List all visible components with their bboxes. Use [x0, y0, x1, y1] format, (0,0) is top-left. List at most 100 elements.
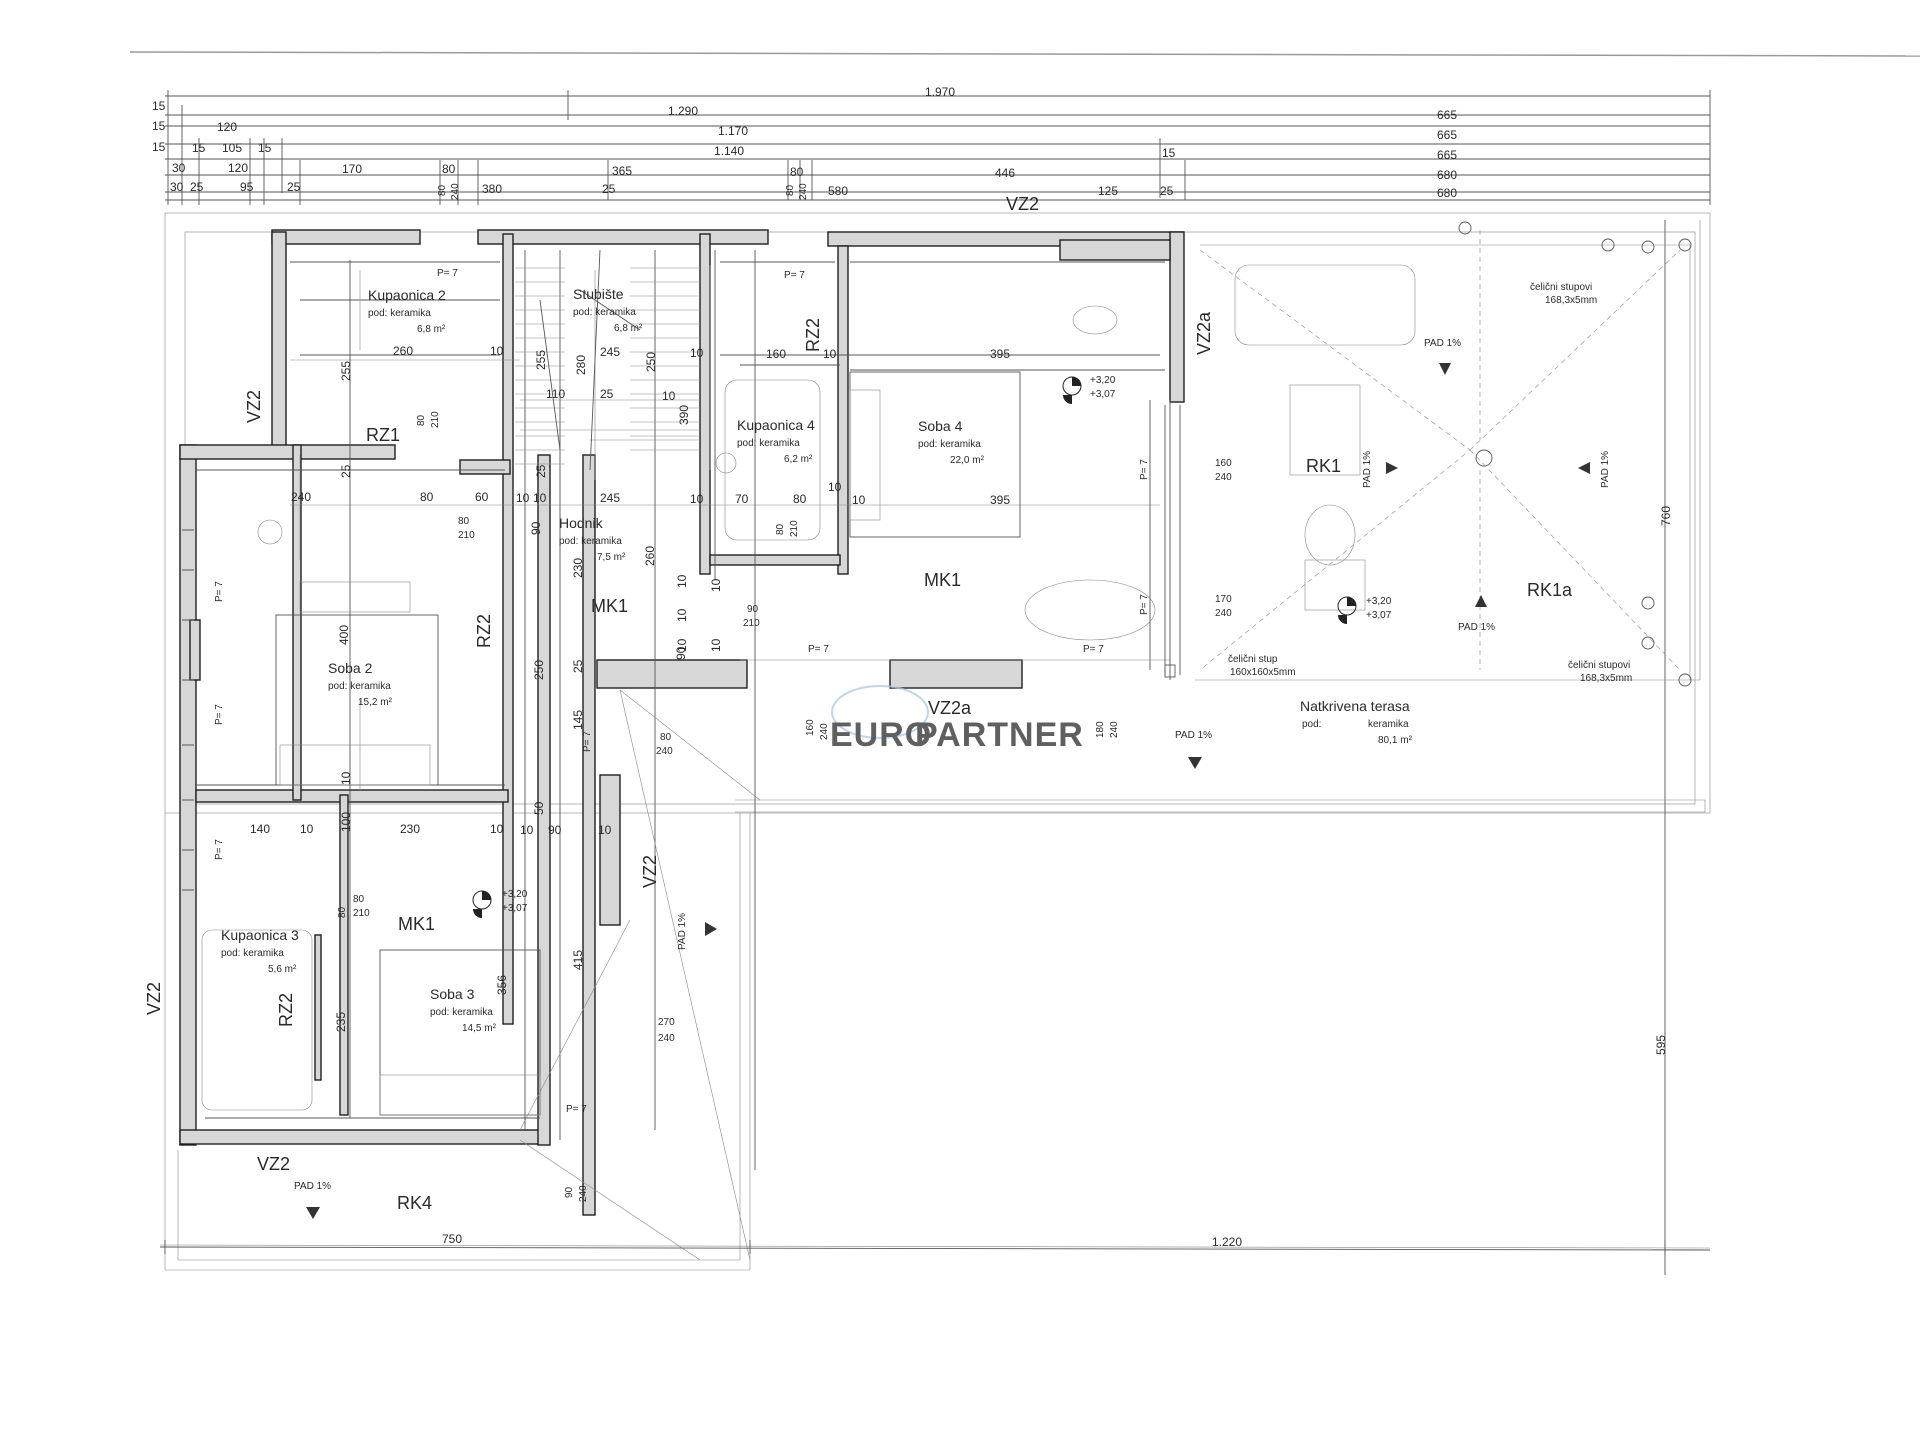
- slope-label: PAD 1%: [677, 913, 688, 950]
- slope-arrow-left-icon: [1578, 462, 1590, 474]
- dim-label: 80: [785, 184, 796, 196]
- dim-label: 10: [852, 493, 866, 507]
- dim-label: 356: [495, 975, 509, 995]
- slope-label: PAD 1%: [1175, 730, 1212, 741]
- dim-label: 80: [775, 523, 786, 535]
- dim-label: 25: [600, 387, 614, 401]
- dim-label: 380: [482, 182, 502, 196]
- dim-label: 240: [819, 723, 830, 740]
- room-name: Soba 3: [430, 986, 475, 1002]
- dim-label: 80: [458, 516, 470, 527]
- dim-label: 240: [450, 183, 461, 200]
- tag-vz2: VZ2: [257, 1154, 290, 1174]
- p7-label: P= 7: [808, 644, 829, 655]
- slope-label: PAD 1%: [294, 1181, 331, 1192]
- dim-label: 665: [1437, 128, 1457, 142]
- dim-label: 50: [532, 801, 546, 815]
- dim-label: 10: [598, 823, 612, 837]
- dim-label: 120: [228, 161, 248, 175]
- tag-vz2: VZ2: [244, 390, 264, 423]
- dim-label: 160: [766, 347, 786, 361]
- room-name: Hodnik: [559, 515, 604, 531]
- bed-soba-3: [379, 949, 541, 1116]
- dim-label: 90: [548, 823, 562, 837]
- dim-label: 10: [709, 578, 723, 592]
- dim-label: 15: [192, 141, 206, 155]
- dim-label: 25: [287, 180, 301, 194]
- dim-label: 80: [420, 490, 434, 504]
- column-label: čelični stupovi: [1530, 282, 1592, 293]
- dim-label: 1.290: [668, 104, 698, 118]
- room-floor: pod: keramika: [368, 308, 431, 319]
- dim-label: 160: [805, 719, 816, 736]
- dim-label: 245: [600, 345, 620, 359]
- dim-label: 80: [793, 492, 807, 506]
- europartner-logo: EURO PARTNER: [830, 685, 1084, 754]
- dim-label: 210: [458, 530, 475, 541]
- dim-label: 125: [1098, 184, 1118, 198]
- dim-label: 255: [534, 350, 548, 370]
- dim-label: 90: [564, 1186, 575, 1198]
- terrace-area: 80,1 m²: [1378, 735, 1413, 746]
- dim-label: 30: [170, 180, 184, 194]
- dim-label: 250: [532, 660, 546, 680]
- slope-arrow-up-icon: [1475, 595, 1487, 607]
- dim-label: 180: [1095, 721, 1106, 738]
- top-dimension-chains: 1.970 15 1.290 665 15 120 1.170 665 15 1…: [152, 85, 1711, 214]
- room-labels: Kupaonica 2 pod: keramika 6,8 m² Stubišt…: [221, 282, 1632, 1034]
- p7-label: P= 7: [214, 581, 225, 602]
- dim-label: 240: [578, 1185, 589, 1202]
- dim-label: 245: [600, 491, 620, 505]
- dim-label: 110: [546, 387, 565, 401]
- dim-label: 10: [828, 480, 842, 494]
- dim-label: 10: [690, 346, 704, 360]
- dim-label: 365: [612, 164, 632, 178]
- dim-label: 235: [334, 1012, 348, 1032]
- room-area: 14,5 m²: [462, 1023, 497, 1034]
- room-name: Soba 4: [918, 418, 963, 434]
- dim-label: 90: [529, 521, 543, 535]
- tag-rz2: RZ2: [276, 993, 296, 1027]
- dim-label: 10: [823, 347, 837, 361]
- dim-label: 15: [152, 140, 166, 154]
- dim-label: 10: [516, 491, 530, 505]
- dim-label: 230: [571, 558, 585, 578]
- slope-arrow-right-icon: [705, 922, 717, 936]
- dim-label: 120: [217, 120, 237, 134]
- dim-label: 95: [240, 180, 254, 194]
- dim-label: 210: [430, 411, 441, 428]
- room-area: 6,8 m²: [614, 323, 643, 334]
- staircase: [515, 249, 700, 471]
- room-floor: pod: keramika: [559, 536, 622, 547]
- dim-label: 15: [152, 99, 166, 113]
- dim-label: 25: [190, 180, 204, 194]
- scan-edge-line: [129, 51, 1920, 57]
- level-upper: +3,20: [1366, 596, 1392, 607]
- column-size: 168,3x5mm: [1545, 295, 1597, 306]
- dim-label: 260: [643, 546, 657, 566]
- level-marker-icon: [1062, 376, 1082, 404]
- tag-vz2: VZ2: [144, 982, 164, 1015]
- tag-mk1: MK1: [591, 596, 628, 616]
- slope-arrow-right-icon: [1386, 462, 1398, 474]
- dim-label: 240: [1109, 721, 1120, 738]
- room-area: 7,5 m²: [597, 552, 626, 563]
- logo-euro-text: EURO: [830, 716, 932, 754]
- column-label: čelični stupovi: [1568, 660, 1630, 671]
- dim-label: 10: [490, 344, 504, 358]
- dim-label: 240: [658, 1033, 675, 1044]
- dim-label: 240: [798, 183, 809, 200]
- dim-label: 15: [1162, 146, 1176, 160]
- dim-label: 170: [342, 162, 362, 176]
- slope-label: PAD 1%: [1600, 451, 1611, 488]
- logo-partner-text: PARTNER: [915, 716, 1084, 754]
- dim-label: 240: [291, 490, 311, 504]
- dim-label: 60: [475, 490, 489, 504]
- dim-label: 10: [490, 822, 504, 836]
- tag-rz1: RZ1: [366, 425, 400, 445]
- terrace-floor: keramika: [1368, 719, 1409, 730]
- dim-label: 446: [995, 166, 1015, 180]
- p7-label: P= 7: [214, 704, 225, 725]
- column-size: 168,3x5mm: [1580, 673, 1632, 684]
- level-lower: +3,07: [1366, 610, 1392, 621]
